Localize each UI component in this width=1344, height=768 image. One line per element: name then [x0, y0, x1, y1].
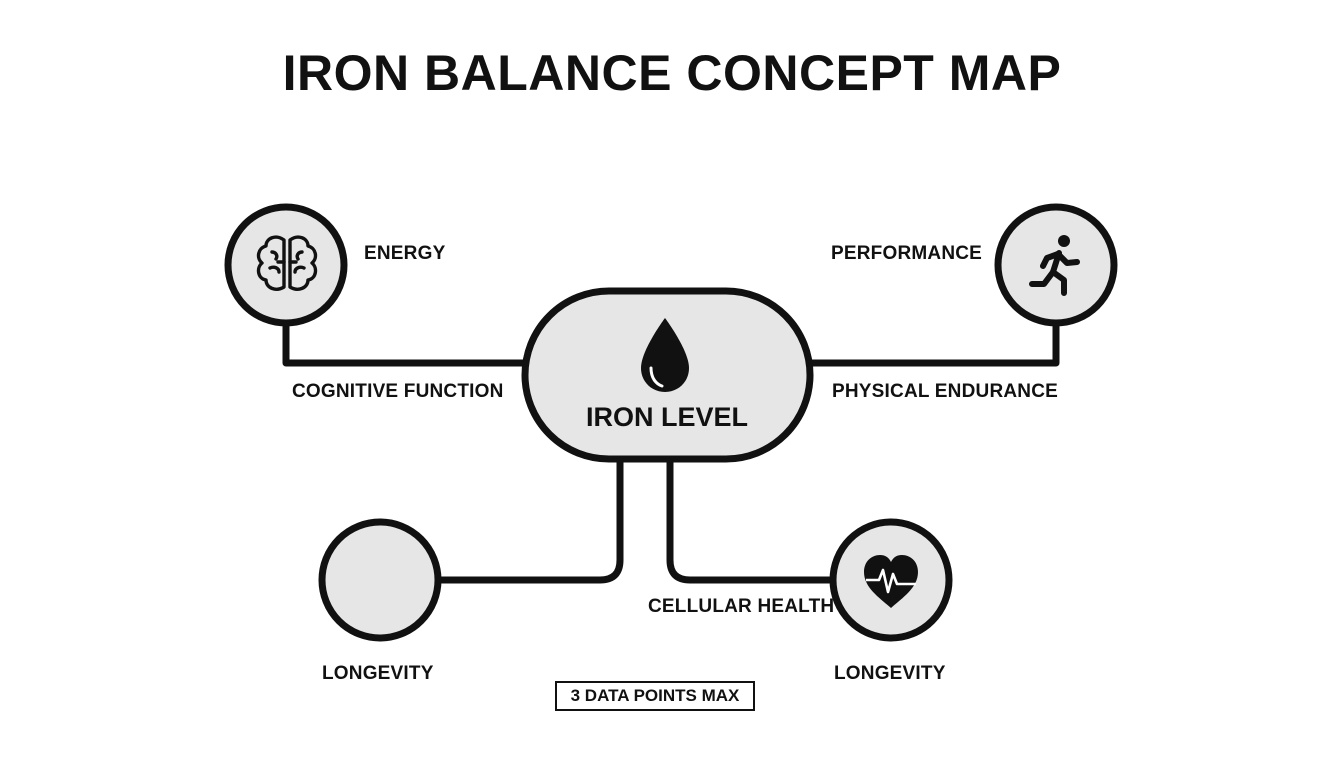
connector-bottom-left: [438, 460, 624, 584]
brain-icon: [256, 235, 318, 291]
label-cellular-health: CELLULAR HEALTH: [648, 596, 835, 617]
label-cognitive-function: COGNITIVE FUNCTION: [292, 381, 504, 402]
droplet-icon: [641, 318, 689, 392]
label-longevity-left: LONGEVITY: [322, 663, 434, 684]
label-performance: PERFORMANCE: [831, 243, 983, 264]
center-label: IRON LEVEL: [585, 402, 748, 432]
footnote-text: 3 DATA POINTS MAX: [570, 686, 740, 705]
page-title: IRON BALANCE CONCEPT MAP: [282, 45, 1062, 101]
connector-top-right: [808, 322, 1060, 367]
heartbeat-icon: [864, 555, 918, 608]
node-circle-bottom-left: [318, 518, 442, 642]
connector-bottom-right: [666, 460, 836, 584]
node-circle-top-left: [224, 203, 348, 327]
label-energy: ENERGY: [364, 243, 446, 264]
runner-icon: [1029, 235, 1080, 296]
label-physical-endurance: PHYSICAL ENDURANCE: [832, 381, 1058, 402]
footnote-box: 3 DATA POINTS MAX: [555, 681, 755, 711]
label-longevity-right: LONGEVITY: [834, 663, 946, 684]
connector-top-left: [282, 322, 530, 367]
